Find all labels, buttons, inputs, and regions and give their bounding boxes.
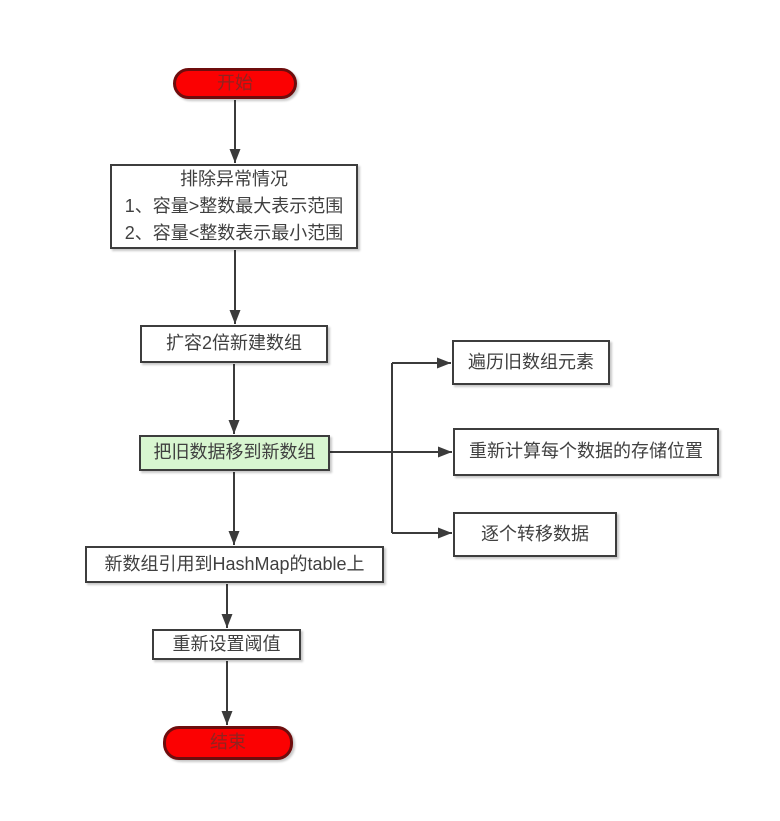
assign-table-node: 新数组引用到HashMap的table上 bbox=[85, 546, 384, 583]
recompute-position-label: 重新计算每个数据的存储位置 bbox=[469, 441, 703, 462]
exclude-exceptions-title: 排除异常情况 bbox=[180, 169, 288, 189]
exclude-exceptions-node: 排除异常情况 1、容量>整数最大表示范围 2、容量<整数表示最小范围 bbox=[110, 164, 358, 249]
exclude-exceptions-item-1: 1、容量>整数最大表示范围 bbox=[124, 196, 344, 216]
reset-threshold-label: 重新设置阈值 bbox=[172, 633, 281, 654]
branch-trunk bbox=[330, 363, 393, 533]
start-node-label: 开始 bbox=[217, 72, 253, 93]
exclude-exceptions-item-2: 2、容量<整数表示最小范围 bbox=[124, 223, 344, 243]
recompute-position-node: 重新计算每个数据的存储位置 bbox=[453, 428, 719, 476]
end-node: 结束 bbox=[163, 726, 293, 760]
end-node-label: 结束 bbox=[210, 732, 246, 753]
start-node: 开始 bbox=[173, 68, 297, 99]
transfer-one-by-one-node: 逐个转移数据 bbox=[453, 512, 617, 557]
assign-table-label: 新数组引用到HashMap的table上 bbox=[104, 553, 365, 574]
iterate-old-array-node: 遍历旧数组元素 bbox=[452, 340, 610, 385]
iterate-old-array-label: 遍历旧数组元素 bbox=[468, 351, 594, 372]
expand-array-node: 扩容2倍新建数组 bbox=[140, 325, 328, 363]
reset-threshold-node: 重新设置阈值 bbox=[152, 629, 301, 660]
expand-array-label: 扩容2倍新建数组 bbox=[165, 333, 302, 354]
migrate-data-node: 把旧数据移到新数组 bbox=[139, 435, 330, 471]
transfer-one-by-one-label: 逐个转移数据 bbox=[481, 523, 589, 544]
migrate-data-label: 把旧数据移到新数组 bbox=[153, 442, 316, 463]
